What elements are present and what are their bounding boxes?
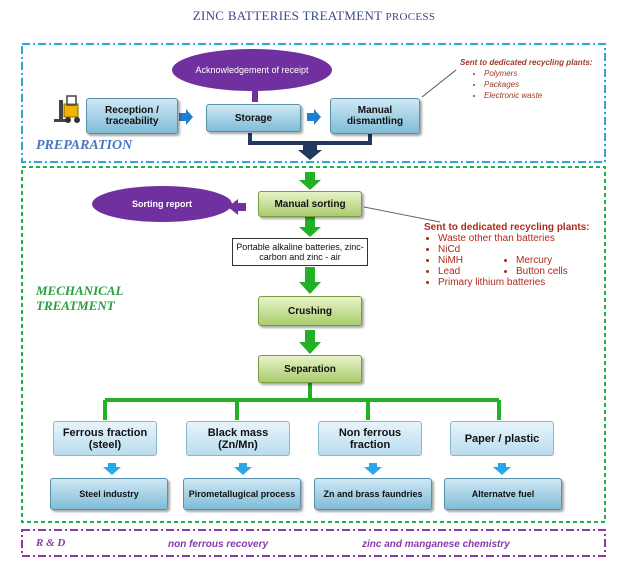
storage-box: Storage (206, 104, 301, 132)
list-item: Mercury (516, 255, 568, 266)
forklift-icon (54, 95, 80, 123)
list-item: NiCd (438, 244, 614, 255)
arrow-right-1 (179, 109, 193, 125)
list-item: Primary lithium batteries (438, 277, 614, 288)
list-item: Lead (438, 266, 614, 277)
preparation-border (21, 43, 606, 163)
arrow-down-4 (299, 330, 321, 354)
fraction-ferrous: Ferrous fraction (steel) (53, 421, 157, 456)
fraction-paper-plastic: Paper / plastic (450, 421, 554, 456)
fraction-non-ferrous: Non ferrous fraction (318, 421, 422, 456)
list-item: NiMH (438, 255, 614, 266)
arrow-down-dark (298, 143, 322, 160)
fraction-black-mass: Black mass (Zn/Mn) (186, 421, 290, 456)
mechanical-label: MECHANICAL TREATMENT (36, 283, 124, 313)
separation-box: Separation (258, 355, 362, 383)
arrow-left-purple (228, 199, 246, 215)
arrow-down-2 (299, 217, 321, 237)
rd-border (21, 529, 606, 557)
arrow-down-1 (299, 172, 321, 190)
list-item: Button cells (516, 266, 568, 277)
preparation-sent-note: Sent to dedicated recycling plants: Poly… (460, 58, 610, 101)
preparation-label: PREPARATION (36, 138, 133, 153)
list-item: Polymers (484, 68, 610, 79)
output-pirometallurgical: Pirometallugical process (183, 478, 301, 510)
acknowledgement-oval: Acknowledgement of receipt (172, 49, 332, 91)
crushing-box: Crushing (258, 296, 362, 326)
page-title: ZINC BATTERIES TREATMENT PROCESS (192, 8, 436, 23)
list-item: Electronic waste (484, 90, 610, 101)
rd-item-1: non ferrous recovery (168, 539, 269, 550)
dismantling-box: Manual dismantling (330, 98, 420, 134)
output-steel: Steel industry (50, 478, 168, 510)
arrow-down-3 (299, 267, 321, 294)
portable-batteries-box: Portable alkaline batteries, zinc- carbo… (232, 238, 368, 266)
manual-sorting-box: Manual sorting (258, 191, 362, 217)
list-item: Waste other than batteries (438, 233, 614, 244)
output-alternative-fuel: Alternatve fuel (444, 478, 562, 510)
list-item: Packages (484, 79, 610, 90)
mechanical-sent-note: Sent to dedicated recycling plants: Wast… (424, 222, 614, 288)
rd-label: R & D (36, 537, 66, 549)
sorting-report-oval: Sorting report (92, 186, 232, 222)
reception-box: Reception / traceability (86, 98, 178, 134)
output-zn-brass: Zn and brass faundries (314, 478, 432, 510)
ack-connector (252, 88, 258, 102)
rd-item-2: zinc and manganese chemistry (362, 539, 510, 550)
arrow-right-2 (307, 109, 321, 125)
